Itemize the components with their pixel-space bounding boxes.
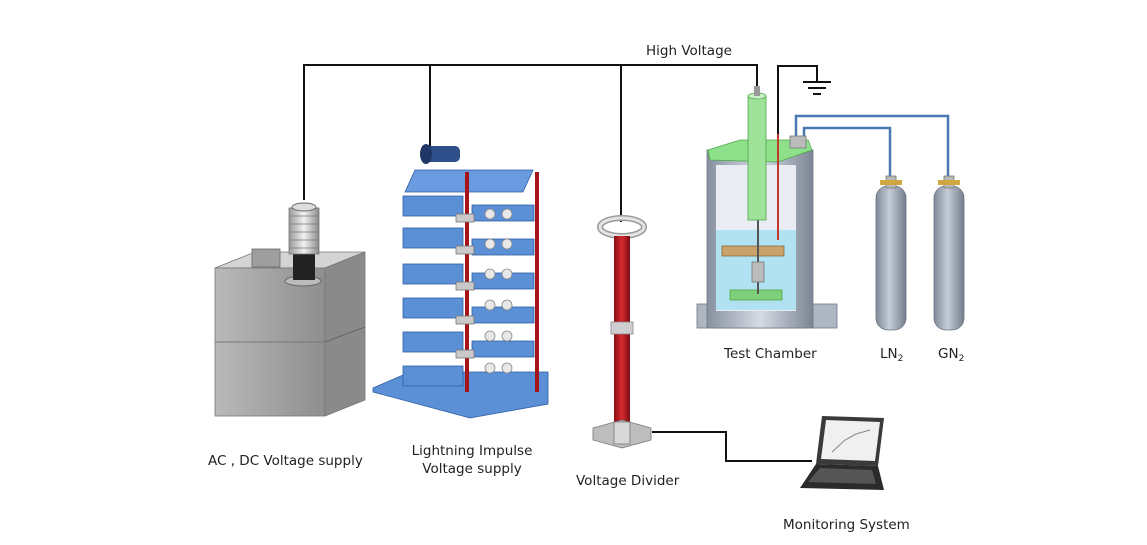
test-chamber-label: Test Chamber	[724, 346, 817, 362]
high-voltage-label: High Voltage	[646, 43, 732, 59]
ground-symbol-icon	[777, 65, 831, 135]
voltage-divider-label: Voltage Divider	[576, 473, 680, 489]
signal-cable	[652, 431, 812, 462]
monitoring-laptop	[800, 416, 884, 490]
ac-dc-supply-label: AC , DC Voltage supply	[208, 453, 363, 469]
voltage-divider	[592, 215, 652, 449]
lightning-impulse-generator	[372, 144, 549, 419]
gn2-label-main: GN	[938, 346, 959, 362]
ac-dc-voltage-supply	[214, 202, 366, 417]
ln2-label-sub: 2	[897, 354, 904, 364]
monitoring-system-label: Monitoring System	[783, 517, 910, 533]
ln2-label: LN2	[880, 346, 904, 364]
ln2-cylinder	[875, 175, 907, 331]
gn2-cylinder	[933, 175, 965, 331]
test-chamber	[696, 86, 838, 329]
lightning-impulse-label-line1: Lightning Impulse	[411, 443, 533, 459]
gn2-label-sub: 2	[958, 354, 965, 364]
impulse-stages	[402, 172, 539, 392]
gn2-label: GN2	[938, 346, 965, 364]
high-voltage-bus	[303, 64, 758, 222]
gas-supply-lines	[794, 114, 950, 176]
ln2-label-main: LN	[880, 346, 898, 362]
lightning-impulse-label-line2: Voltage supply	[422, 461, 522, 477]
